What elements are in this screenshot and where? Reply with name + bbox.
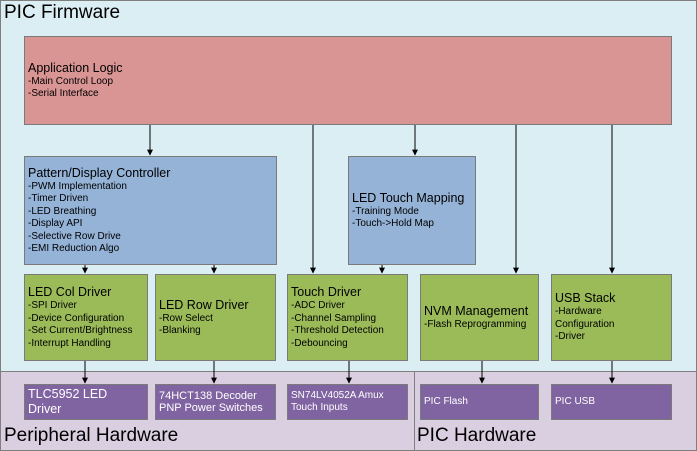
pic-usb-box: PIC USB (551, 384, 672, 420)
touchmap-line: -Training Mode (352, 205, 419, 217)
application-logic-line: -Serial Interface (28, 88, 99, 99)
tlc5952-label: Driver (28, 402, 62, 416)
application-logic-title: Application Logic (28, 60, 123, 75)
led-col-driver-title: LED Col Driver (28, 285, 112, 299)
pattern-line: -Timer Driven (28, 193, 89, 204)
touch-line: -ADC Driver (291, 300, 345, 311)
led-col-driver-box: LED Col Driver -SPI Driver -Device Confi… (24, 274, 148, 361)
tlc5952-label: TLC5952 LED (28, 387, 108, 401)
touch-line: -Channel Sampling (291, 312, 377, 324)
pattern-line: -EMI Reduction Algo (28, 243, 120, 254)
74hct138-box: 74HCT138 Decoder PNP Power Switches (155, 384, 276, 420)
nvm-management-box: NVM Management -Flash Reprogramming (420, 274, 539, 361)
ledcol-line: -Set Current/Brightness (28, 325, 133, 336)
led-row-driver-title: LED Row Driver (159, 297, 249, 312)
pic-usb-label: PIC USB (555, 395, 596, 407)
pattern-line: -PWM Implementation (28, 180, 127, 192)
sn74lv4052a-label: Touch Inputs (291, 402, 348, 413)
tlc5952-box: TLC5952 LED Driver (24, 384, 148, 420)
led-touch-mapping-box: LED Touch Mapping -Training Mode -Touch-… (348, 156, 476, 265)
application-logic-line: -Main Control Loop (28, 75, 114, 87)
application-logic-box: Application Logic -Main Control Loop -Se… (24, 36, 672, 125)
pic-firmware-label: PIC Firmware (4, 2, 121, 23)
touch-line: -Debouncing (291, 337, 348, 349)
nvm-management-title: NVM Management (424, 303, 529, 318)
led-touch-mapping-title: LED Touch Mapping (352, 190, 465, 205)
touch-driver-title: Touch Driver (291, 285, 362, 299)
pic-flash-label: PIC Flash (424, 395, 468, 407)
pattern-line: -LED Breathing (28, 205, 97, 217)
usb-line: -Hardware (555, 306, 602, 318)
74hct138-label: 74HCT138 Decoder (159, 389, 257, 402)
sn74lv4052a-label: SN74LV4052A Amux (291, 389, 384, 401)
pic-flash-box: PIC Flash (420, 384, 539, 420)
ledrow-line: -Blanking (159, 325, 201, 336)
ledcol-line: -Device Configuration (28, 312, 125, 324)
usb-line: Configuration (555, 318, 615, 330)
sn74lv4052a-box: SN74LV4052A Amux Touch Inputs (287, 384, 408, 420)
usb-stack-title: USB Stack (555, 291, 616, 306)
usb-stack-box: USB Stack -Hardware Configuration -Drive… (551, 274, 672, 361)
led-row-driver-box: LED Row Driver -Row Select -Blanking (155, 274, 276, 361)
pattern-display-controller-box: Pattern/Display Controller -PWM Implemen… (24, 156, 277, 265)
pattern-line: -Selective Row Drive (28, 230, 121, 242)
touch-line: -Threshold Detection (291, 325, 384, 336)
pattern-display-controller-title: Pattern/Display Controller (28, 165, 171, 180)
pic-hardware-label: PIC Hardware (417, 425, 537, 446)
pattern-line: -Display API (28, 218, 83, 229)
74hct138-label: PNP Power Switches (159, 402, 263, 414)
ledcol-line: -SPI Driver (28, 300, 77, 311)
touch-driver-box: Touch Driver -ADC Driver -Channel Sampli… (287, 274, 408, 361)
nvm-line: -Flash Reprogramming (424, 318, 527, 330)
touchmap-line: -Touch->Hold Map (352, 218, 434, 229)
usb-line: -Driver (555, 331, 585, 343)
peripheral-hardware-label: Peripheral Hardware (4, 425, 179, 446)
ledrow-line: -Row Select (159, 312, 213, 324)
ledcol-line: -Interrupt Handling (28, 337, 111, 349)
